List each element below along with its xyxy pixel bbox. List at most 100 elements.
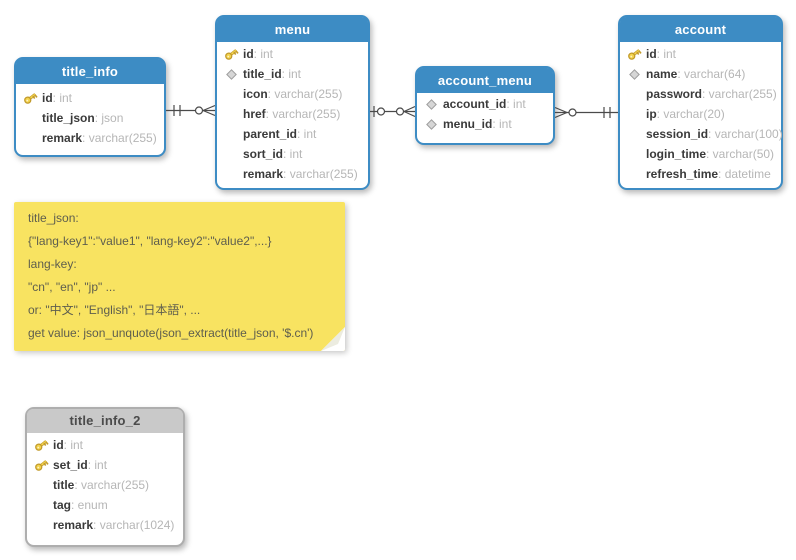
column-type: : varchar(1024) xyxy=(93,518,175,532)
table-menu[interactable]: menu id: int title_id: int icon: varchar… xyxy=(215,15,370,190)
table-menu-columns: id: int title_id: int icon: varchar(255)… xyxy=(217,42,368,184)
key-icon xyxy=(33,438,49,452)
column-name: id xyxy=(42,91,53,105)
column-row[interactable]: icon: varchar(255) xyxy=(217,84,368,104)
table-menu-header[interactable]: menu xyxy=(217,17,368,42)
column-row[interactable]: account_id: int xyxy=(417,94,553,114)
column-type: : varchar(100) xyxy=(708,127,783,141)
cardinality-exactly-one-icon xyxy=(173,105,181,116)
column-name: href xyxy=(243,107,266,121)
column-row[interactable]: ip: varchar(20) xyxy=(620,104,781,124)
column-row[interactable]: refresh_time: datetime xyxy=(620,164,781,184)
table-title_info_2[interactable]: title_info_2 id: int set_id: int title: … xyxy=(25,407,185,547)
table-account_menu-columns: account_id: int menu_id: int xyxy=(417,93,553,134)
relationship-connector-title_info-menu[interactable] xyxy=(166,102,215,119)
table-title_info-header[interactable]: title_info xyxy=(16,59,164,84)
key-icon xyxy=(22,91,38,105)
column-type: : int xyxy=(506,97,526,111)
column-type: : int xyxy=(656,47,677,61)
column-row[interactable]: menu_id: int xyxy=(417,114,553,134)
column-type: : int xyxy=(281,67,302,81)
column-row[interactable]: set_id: int xyxy=(27,455,183,475)
column-row[interactable]: id: int xyxy=(217,44,368,64)
diamond-icon xyxy=(423,98,439,110)
table-title_info-columns: id: int title_json: json remark: varchar… xyxy=(16,84,164,148)
column-row[interactable]: id: int xyxy=(27,435,183,455)
column-name: title_json xyxy=(42,111,95,125)
column-row[interactable]: sort_id: int xyxy=(217,144,368,164)
column-name: id xyxy=(646,47,657,61)
cardinality-zero-or-many-icon xyxy=(555,106,577,119)
cardinality-zero-or-many-icon xyxy=(194,104,215,117)
column-name: tag xyxy=(53,498,71,512)
note-line: title_json: xyxy=(28,211,79,225)
table-account-columns: id: int name: varchar(64) password: varc… xyxy=(620,42,783,184)
column-row[interactable]: title: varchar(255) xyxy=(27,475,183,495)
column-type: : int xyxy=(492,117,512,131)
column-name: remark xyxy=(42,131,83,145)
column-type: : varchar(255) xyxy=(267,87,343,101)
column-type: : int xyxy=(87,458,108,472)
column-row[interactable]: title_id: int xyxy=(217,64,368,84)
table-account_menu[interactable]: account_menu account_id: int menu_id: in… xyxy=(415,66,555,145)
column-type: : varchar(20) xyxy=(656,107,725,121)
column-type: : varchar(255) xyxy=(74,478,150,492)
table-account_menu-header[interactable]: account_menu xyxy=(417,68,553,93)
column-type: : int xyxy=(283,147,303,161)
table-account[interactable]: account id: int name: varchar(64) passwo… xyxy=(618,15,783,190)
table-title_info_2-header[interactable]: title_info_2 xyxy=(27,409,183,433)
column-name: title xyxy=(53,478,75,492)
column-name: id xyxy=(243,47,254,61)
column-name: id xyxy=(53,438,64,452)
key-icon xyxy=(223,47,239,61)
column-name: parent_id xyxy=(243,127,298,141)
table-title_info[interactable]: title_info id: int title_json: json rema… xyxy=(14,57,166,157)
diamond-icon xyxy=(223,68,239,80)
diamond-icon xyxy=(626,68,642,80)
column-type: : int xyxy=(297,127,317,141)
column-type: : varchar(255) xyxy=(265,107,341,121)
column-row[interactable]: session_id: varchar(100) xyxy=(620,124,783,144)
column-row[interactable]: id: int xyxy=(620,44,781,64)
table-account-header[interactable]: account xyxy=(620,17,781,42)
column-name: session_id xyxy=(646,127,709,141)
column-name: icon xyxy=(243,87,268,101)
relationship-connector-menu-account_menu[interactable] xyxy=(370,103,415,120)
column-name: title_id xyxy=(243,67,282,81)
column-type: : int xyxy=(52,91,73,105)
cardinality-zero-or-one-icon xyxy=(373,106,386,117)
column-name: sort_id xyxy=(243,147,284,161)
column-type: : int xyxy=(63,438,84,452)
column-type: : varchar(255) xyxy=(82,131,157,145)
column-name: login_time xyxy=(646,147,707,161)
column-type: : json xyxy=(94,111,124,125)
column-type: : varchar(255) xyxy=(283,167,358,181)
column-row[interactable]: remark: varchar(1024) xyxy=(27,515,183,535)
cardinality-zero-or-many-icon xyxy=(395,105,415,118)
column-name: name xyxy=(646,67,678,81)
note-line: lang-key: xyxy=(28,257,77,271)
column-name: ip xyxy=(646,107,657,121)
column-type: : varchar(64) xyxy=(677,67,746,81)
column-name: menu_id xyxy=(443,117,493,131)
sticky-note[interactable]: title_json: {"lang-key1":"value1", "lang… xyxy=(14,202,345,351)
column-row[interactable]: login_time: varchar(50) xyxy=(620,144,781,164)
note-fold-corner-icon xyxy=(321,327,345,351)
column-row[interactable]: title_json: json xyxy=(16,108,164,128)
column-row[interactable]: id: int xyxy=(16,88,164,108)
column-row[interactable]: href: varchar(255) xyxy=(217,104,368,124)
column-row[interactable]: remark: varchar(255) xyxy=(217,164,368,184)
relationship-connector-account_menu-account[interactable] xyxy=(555,104,618,121)
cardinality-exactly-one-icon xyxy=(603,107,611,118)
column-name: account_id xyxy=(443,97,507,111)
column-type: : varchar(255) xyxy=(702,87,777,101)
column-type: : enum xyxy=(71,498,108,512)
diamond-icon xyxy=(423,118,439,130)
column-row[interactable]: name: varchar(64) xyxy=(620,64,781,84)
column-row[interactable]: tag: enum xyxy=(27,495,183,515)
column-row[interactable]: remark: varchar(255) xyxy=(16,128,164,148)
column-row[interactable]: password: varchar(255) xyxy=(620,84,781,104)
column-row[interactable]: parent_id: int xyxy=(217,124,368,144)
note-line: {"lang-key1":"value1", "lang-key2":"valu… xyxy=(28,234,272,248)
